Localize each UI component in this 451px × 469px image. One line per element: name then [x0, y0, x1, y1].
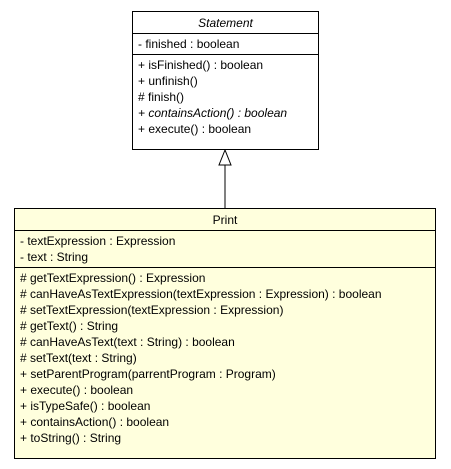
- method-member: # canHaveAsText(text : String) : boolean: [20, 335, 235, 349]
- statement-attributes: - finished : boolean: [133, 34, 318, 55]
- method-member: + containsAction() : boolean: [138, 106, 288, 120]
- statement-methods: + isFinished() : boolean + unfinish() # fi…: [133, 55, 318, 139]
- method-member: # getTextExpression() : Expression: [20, 271, 206, 285]
- method-member: # setText(text : String): [20, 351, 137, 365]
- method-member: + unfinish(): [138, 74, 198, 88]
- print-attributes: - textExpression : Expression - text : St…: [15, 231, 435, 268]
- attribute-member: - text : String: [20, 250, 89, 264]
- method-member: + setParentProgram(parrentProgram : Prog…: [20, 367, 276, 381]
- statement-class-name: Statement: [133, 12, 318, 34]
- print-class-box[interactable]: Print - textExpression : Expression- tex…: [14, 208, 436, 459]
- method-member: # finish(): [138, 90, 185, 104]
- method-member: + isFinished() : boolean: [138, 58, 264, 72]
- method-member: + containsAction() : boolean: [20, 415, 170, 429]
- method-member: + execute() : boolean: [138, 122, 252, 136]
- method-member: + toString() : String: [20, 431, 122, 445]
- print-methods: # getTextExpression() : Expression # canH…: [15, 268, 435, 448]
- attribute-member: - finished : boolean: [138, 37, 240, 51]
- method-member: + execute() : boolean: [20, 383, 134, 397]
- method-member: # canHaveAsTextExpression(textExpression…: [20, 287, 382, 301]
- statement-class-box[interactable]: Statement - finished : boolean + isFinis…: [132, 11, 319, 150]
- method-member: # getText() : String: [20, 319, 119, 333]
- inheritance-arrowhead: [218, 148, 232, 166]
- method-member: + isTypeSafe() : boolean: [20, 399, 151, 413]
- method-member: # setTextExpression(textExpression : Exp…: [20, 303, 284, 317]
- attribute-member: - textExpression : Expression: [20, 234, 176, 248]
- print-class-name: Print: [15, 209, 435, 231]
